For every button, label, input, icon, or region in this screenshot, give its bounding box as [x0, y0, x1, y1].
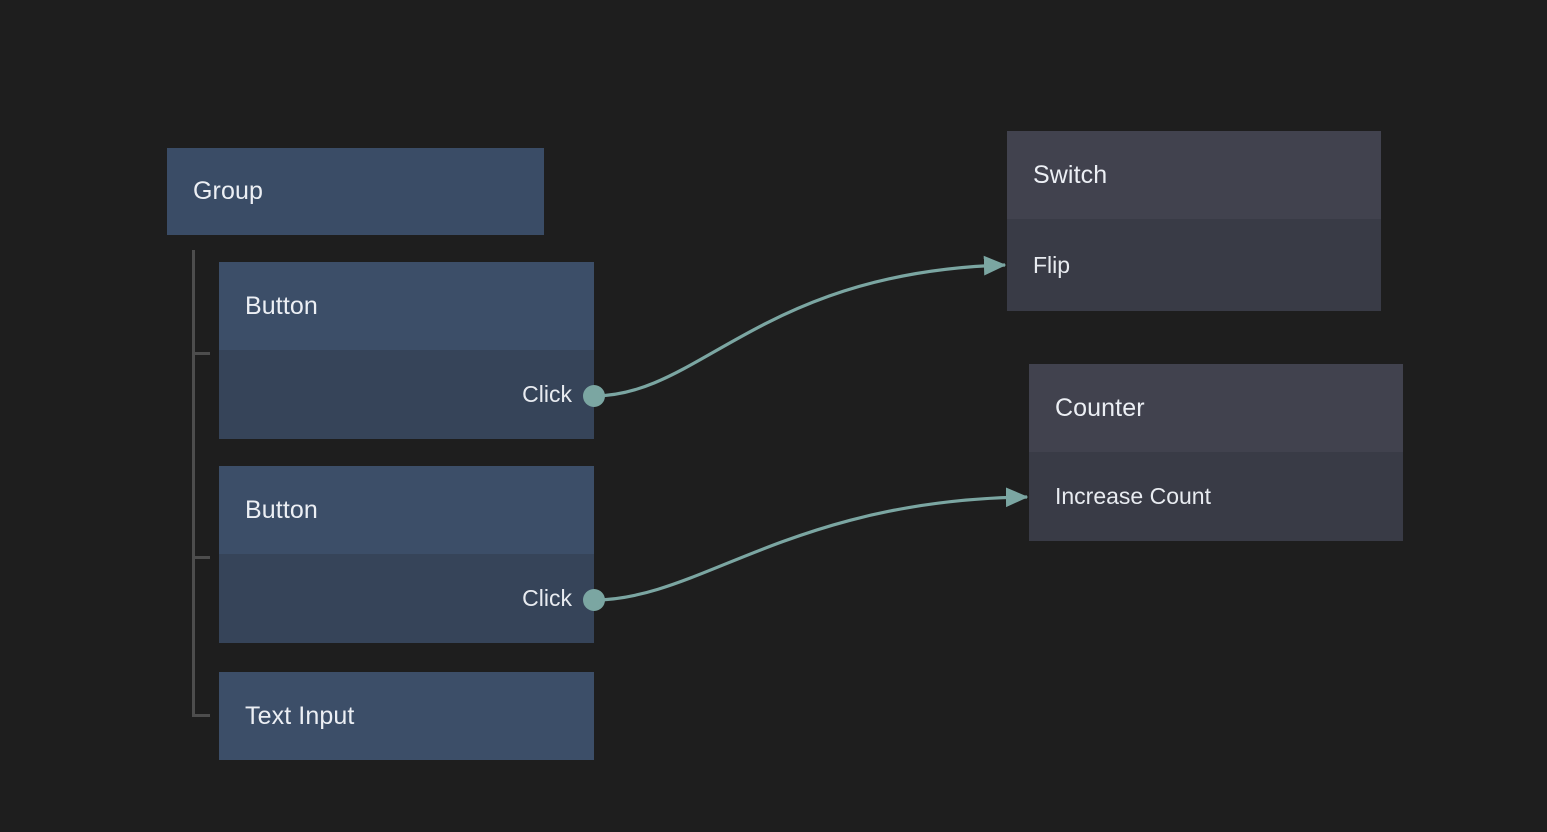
port-button-2-click[interactable] [583, 589, 605, 611]
tree-branch-button1 [192, 352, 210, 355]
node-switch[interactable]: Switch Flip [1007, 131, 1381, 311]
node-switch-header[interactable]: Switch [1007, 131, 1381, 219]
node-counter-title: Counter [1055, 393, 1145, 422]
edge-click-to-flip [593, 255, 1007, 398]
node-switch-title: Switch [1033, 160, 1108, 189]
node-switch-port-flip-label: Flip [1033, 251, 1071, 278]
node-group[interactable]: Group [167, 148, 544, 235]
node-button-2-port-click-label: Click [522, 585, 572, 611]
node-text-input-header[interactable]: Text Input [219, 672, 594, 760]
port-button-1-click[interactable] [583, 385, 605, 407]
node-button-2[interactable]: Button Click [219, 466, 594, 643]
node-button-2-body[interactable]: Click [219, 554, 594, 643]
node-button-2-header[interactable]: Button [219, 466, 594, 554]
node-counter-body[interactable]: Increase Count [1029, 452, 1403, 541]
node-group-title: Group [193, 177, 263, 205]
node-group-header[interactable]: Group [167, 148, 544, 235]
node-counter-port-increase-count-label: Increase Count [1055, 483, 1211, 509]
node-counter[interactable]: Counter Increase Count [1029, 364, 1403, 541]
node-button-1-header[interactable]: Button [219, 262, 594, 350]
node-text-input[interactable]: Text Input [219, 672, 594, 760]
node-counter-header[interactable]: Counter [1029, 364, 1403, 452]
node-switch-body[interactable]: Flip [1007, 219, 1381, 311]
node-button-2-title: Button [245, 495, 318, 524]
node-button-1-port-click-label: Click [522, 381, 572, 407]
node-button-1-title: Button [245, 291, 318, 320]
tree-branch-textinput [192, 714, 210, 717]
tree-branch-button2 [192, 556, 210, 559]
node-button-1[interactable]: Button Click [219, 262, 594, 439]
tree-trunk-line [192, 250, 195, 717]
node-text-input-title: Text Input [245, 701, 355, 730]
node-button-1-body[interactable]: Click [219, 350, 594, 439]
edge-click-to-increase-count [593, 487, 1029, 602]
